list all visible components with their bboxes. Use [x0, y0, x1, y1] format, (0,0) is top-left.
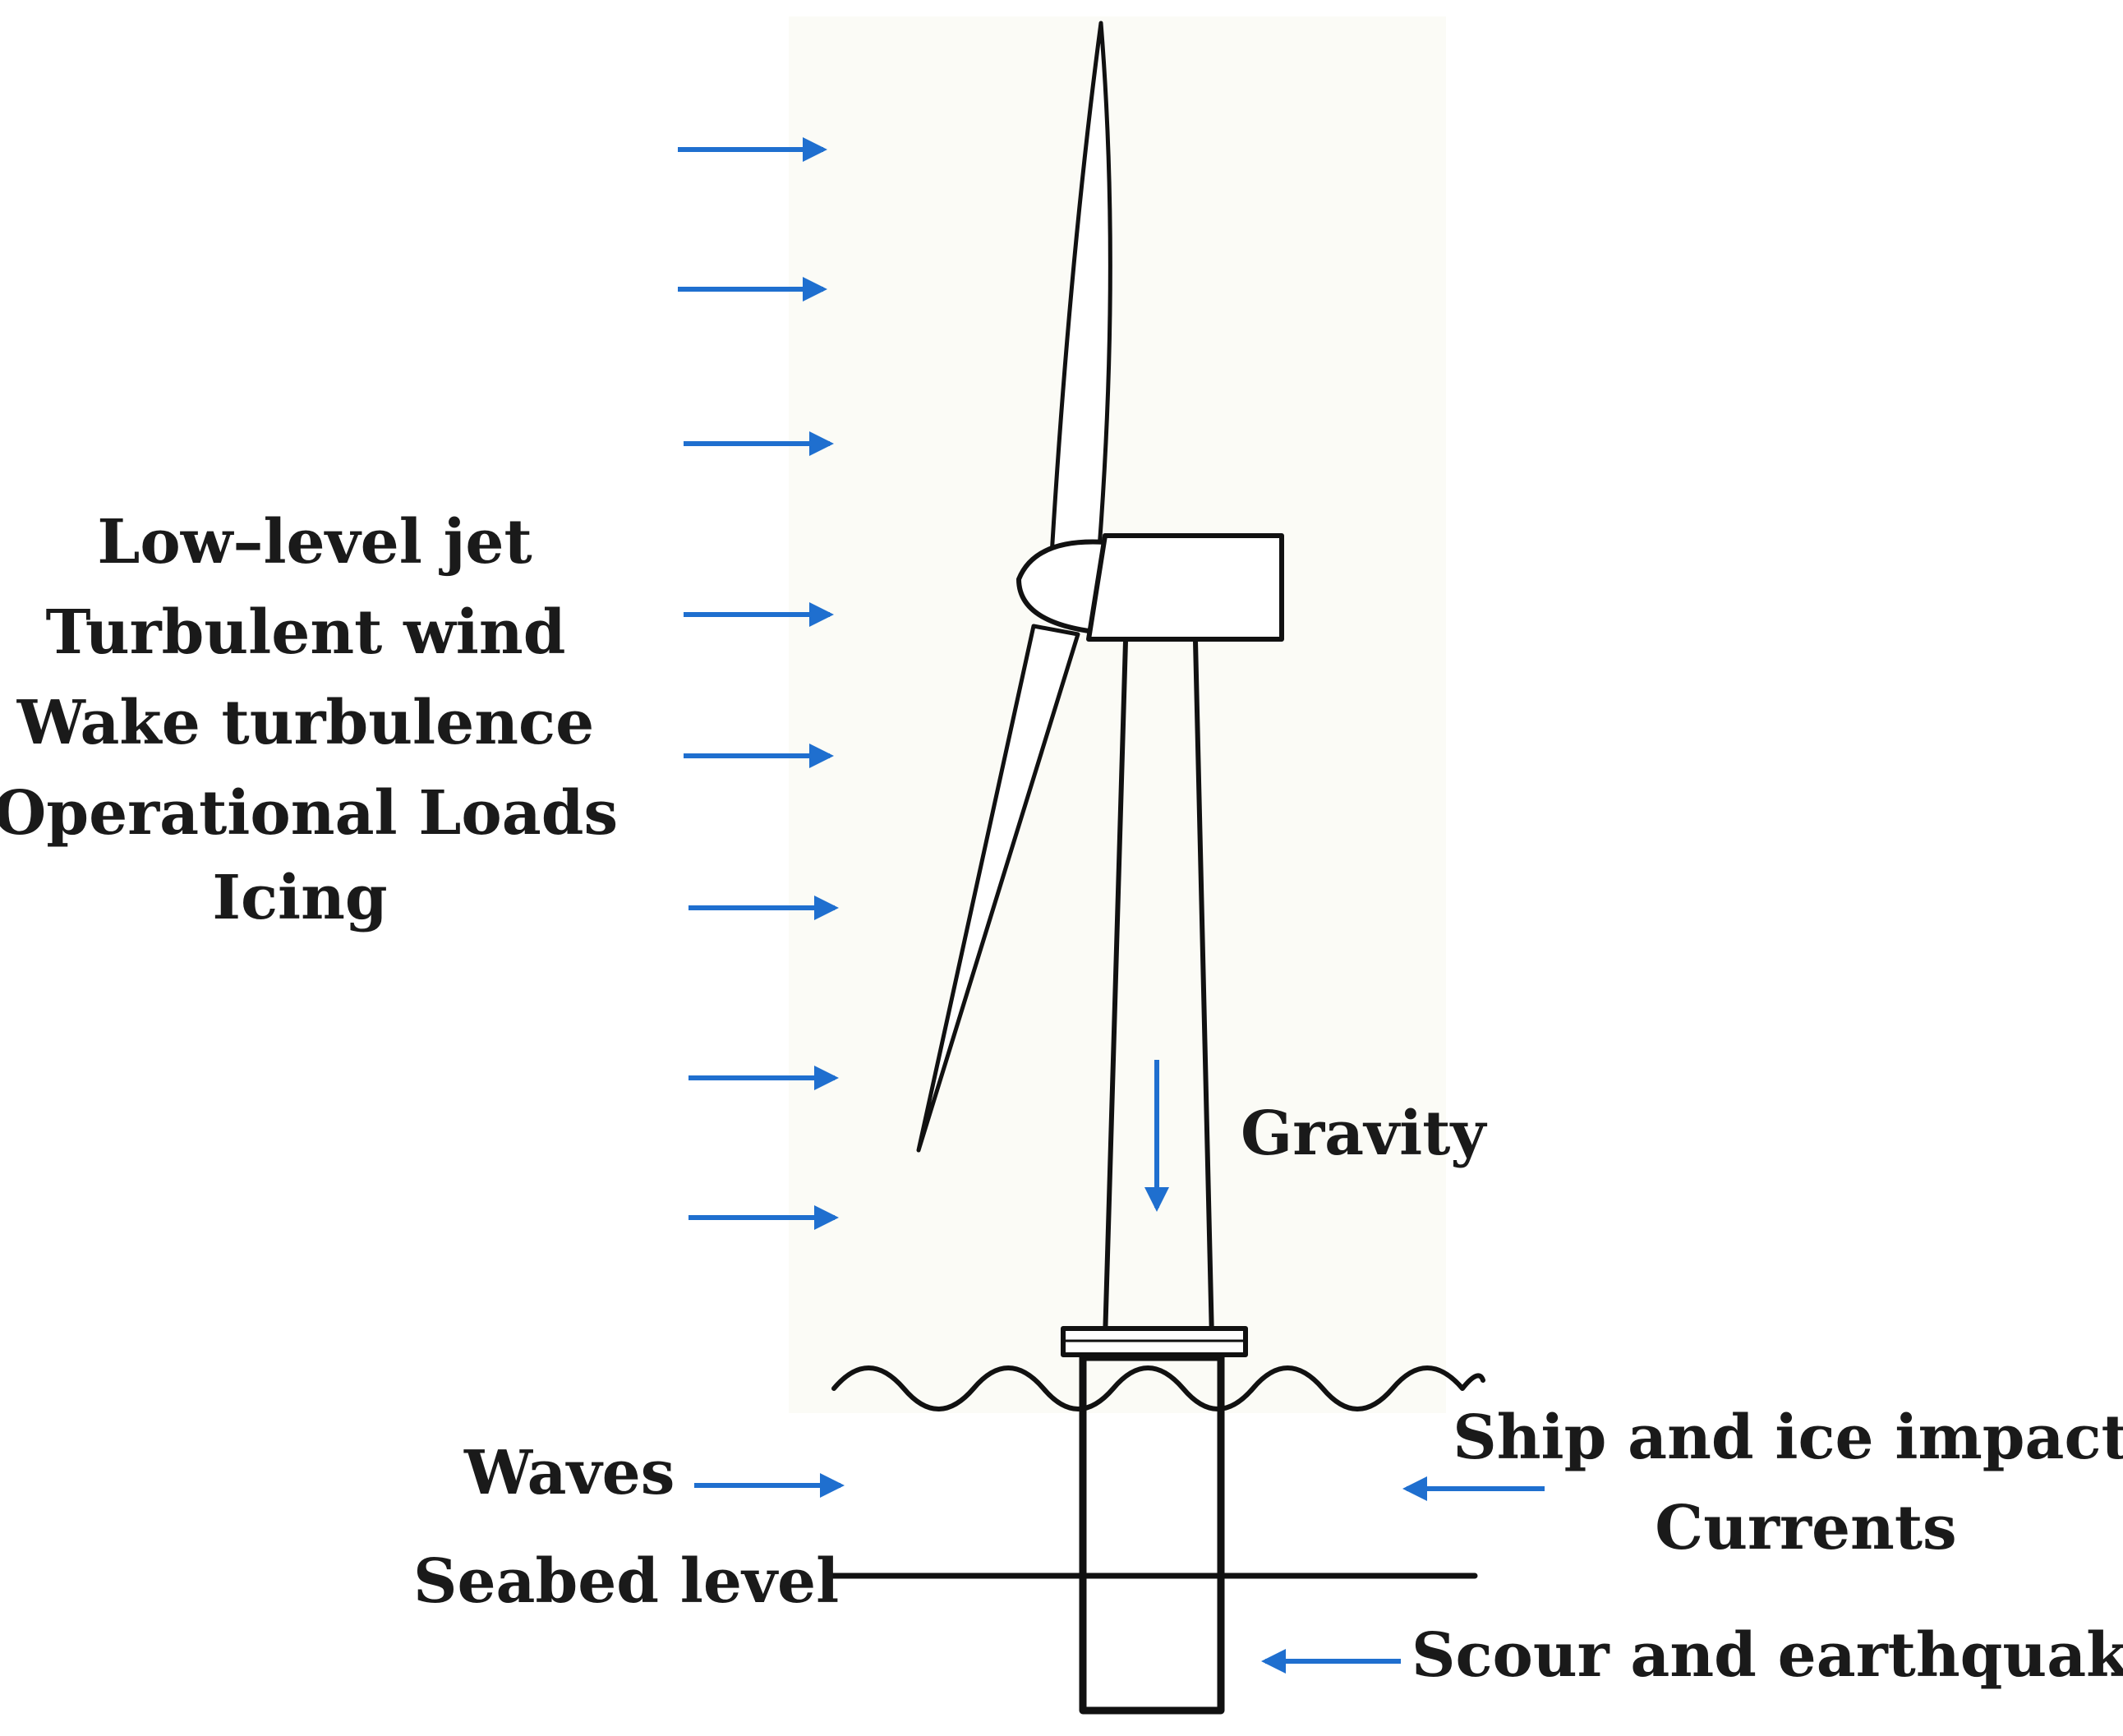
wind-turbine: [822, 21, 1485, 1715]
monopile-foundation: [1079, 1353, 1225, 1715]
label-icing: Icing: [212, 863, 387, 933]
turbine-blade-lower: [916, 624, 1080, 1153]
transition-piece: [1061, 1326, 1248, 1357]
wind-load-labels: Low–level jet Turbulent wind Wake turbul…: [0, 507, 618, 933]
turbine-blade-upper: [1048, 21, 1112, 586]
impact-labels: Ship and ice impact Currents: [1453, 1402, 2123, 1563]
turbine-nacelle: [1086, 533, 1284, 642]
label-low-level-jet: Low–level jet: [97, 507, 532, 578]
label-waves: Waves: [463, 1438, 675, 1508]
label-seabed-level: Seabed level: [413, 1546, 839, 1617]
label-currents: Currents: [1655, 1493, 1956, 1563]
label-operational-loads: Operational Loads: [0, 778, 618, 849]
turbine-hub: [1016, 539, 1108, 633]
background-shading: [789, 16, 1446, 1413]
label-wake-turbulence: Wake turbulence: [16, 688, 594, 758]
label-scour-and-earthquakes: Scour and earthquakes: [1411, 1620, 2123, 1691]
wind-arrows: [678, 137, 839, 1230]
turbine-tower: [1103, 638, 1214, 1342]
label-turbulent-wind: Turbulent wind: [46, 597, 566, 668]
label-ship-and-ice-impact: Ship and ice impact: [1453, 1402, 2123, 1473]
sea-surface-wave: [831, 1365, 1485, 1411]
label-gravity: Gravity: [1241, 1098, 1487, 1169]
